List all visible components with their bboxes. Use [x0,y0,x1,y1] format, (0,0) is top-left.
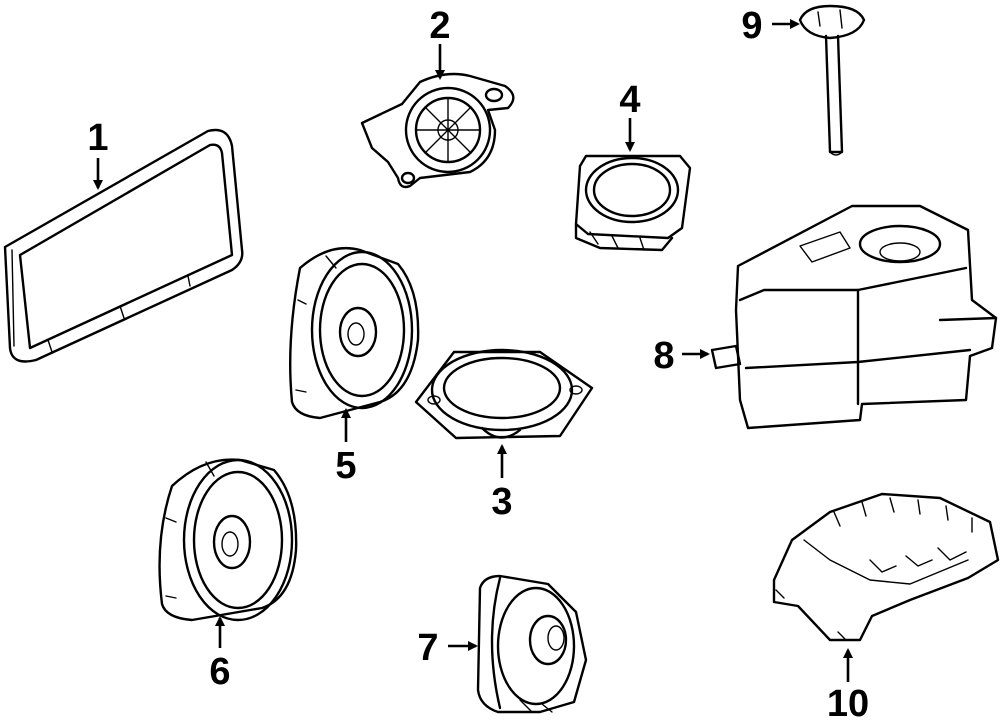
callout-arrows [93,19,853,682]
callout-5: 5 [335,445,356,487]
front-door-speaker-part [289,246,420,420]
midrange-speaker-part [414,348,594,440]
rear-door-speaker-part [158,458,298,622]
subwoofer-box-part [710,204,998,430]
callout-7: 7 [417,627,438,669]
mounting-bolt-part [798,4,866,156]
display-part [3,128,244,363]
amplifier-part [772,492,1000,642]
callout-8: 8 [653,335,674,377]
callout-9: 9 [741,5,762,47]
center-speaker-part [476,574,588,714]
callout-6: 6 [209,651,230,693]
callout-4: 4 [619,79,640,121]
callout-labels: 1 2 3 4 5 6 7 8 9 10 [87,5,869,720]
callout-3: 3 [491,481,512,523]
callout-1: 1 [87,117,108,159]
callout-10: 10 [827,683,869,720]
callout-2: 2 [429,5,450,47]
small-rectangular-speaker-part [574,154,692,252]
tweeter-part [360,72,515,189]
